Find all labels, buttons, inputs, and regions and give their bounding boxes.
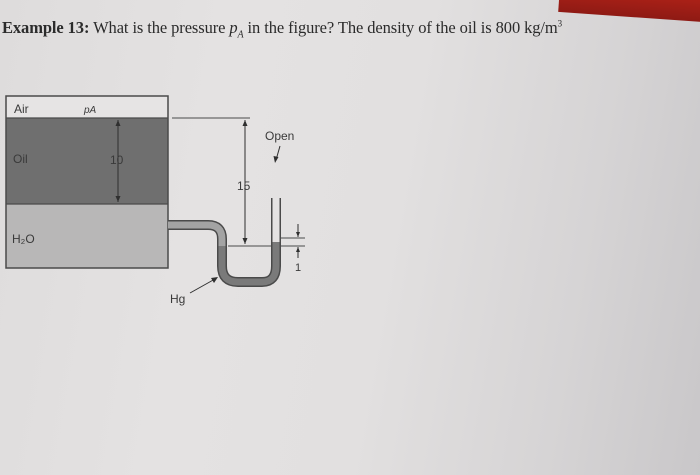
oil-layer [6, 118, 168, 204]
water-layer [6, 204, 168, 268]
mercury-column [218, 242, 280, 286]
oil-height-value: 10 [110, 153, 124, 167]
arrow-down-icon [296, 232, 300, 237]
arrow-up-icon [242, 120, 248, 126]
arrow-down-icon [242, 238, 248, 244]
arrow-up-icon [115, 120, 121, 126]
tank-outline [5, 95, 169, 269]
mercury-pointer-line [189, 278, 216, 294]
water-label: H₂O [12, 232, 35, 246]
pressure-subscript: A [237, 29, 244, 41]
mercury-diff-value: 1 [295, 262, 301, 274]
open-label: Open [265, 129, 294, 143]
arrow-pointer-icon [211, 277, 218, 283]
tube-drop-value: 15 [237, 179, 251, 193]
pressure-variable: p [229, 18, 238, 37]
arrow-down-icon [115, 196, 121, 202]
question-part-2: in the figure? The density of the oil is… [243, 18, 558, 37]
air-label: Air [14, 102, 29, 116]
connecting-pipe-fill [168, 221, 226, 246]
example-label: Example 13: [2, 18, 90, 37]
oil-label: Oil [13, 152, 28, 166]
arrow-pointer-icon [273, 156, 279, 163]
unit-exponent: 3 [557, 18, 563, 29]
question-part-1: What is the pressure [89, 18, 230, 37]
pressure-label: pA [83, 105, 97, 116]
mercury-label: Hg [170, 292, 185, 306]
air-layer [6, 96, 168, 118]
question-text: Example 13: What is the pressure pA in t… [2, 18, 562, 40]
arrow-up-icon [296, 247, 300, 252]
